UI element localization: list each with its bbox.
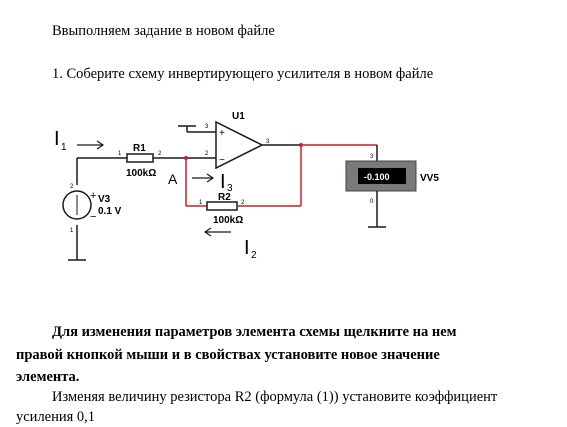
r1-value: 100kΩ bbox=[126, 168, 156, 179]
r1-name: R1 bbox=[133, 143, 146, 154]
i3-sub: 3 bbox=[227, 183, 233, 194]
r2-value: 100kΩ bbox=[213, 215, 243, 226]
voltmeter-minus: - bbox=[350, 179, 353, 188]
opamp-u1: U1 + − 3 2 3 bbox=[205, 111, 270, 170]
r1-pin-left: 1 bbox=[118, 151, 122, 157]
instruction-bold-line-1: Для изменения параметров элемента схемы … bbox=[52, 324, 457, 340]
i1-letter: I bbox=[54, 128, 60, 150]
instruction-bold-line-3: элемента. bbox=[16, 369, 80, 385]
v3-value: 0.1 V bbox=[98, 206, 122, 217]
i2-letter: I bbox=[244, 237, 250, 259]
current-i2: I 2 bbox=[203, 227, 257, 261]
resistor-r2: R2 100kΩ 1 2 bbox=[199, 192, 301, 226]
voltmeter-plus: + bbox=[349, 166, 354, 175]
voltmeter-led-v: V bbox=[406, 176, 410, 182]
voltmeter-pin-top: 3 bbox=[370, 154, 374, 160]
v3-pin-bottom: 1 bbox=[70, 228, 74, 234]
v3-plus: + bbox=[90, 190, 96, 202]
r2-pin-left: 1 bbox=[199, 200, 203, 206]
instruction-bold-line-2: правой кнопкой мыши и в свойствах устано… bbox=[16, 347, 440, 363]
v3-name: V3 bbox=[98, 194, 111, 205]
opamp-pin-out: 3 bbox=[266, 139, 270, 145]
heading: Ввыполняем задание в новом файле bbox=[52, 23, 275, 39]
i1-sub: 1 bbox=[61, 142, 67, 153]
voltmeter-reading: -0.100 bbox=[364, 172, 390, 182]
instruction-line-4: Изменяя величину резистора R2 (формула (… bbox=[52, 389, 498, 405]
current-i1: I 1 bbox=[54, 128, 105, 153]
instruction-line-5: усиления 0,1 bbox=[16, 409, 96, 425]
resistor-r1: R1 100kΩ 1 2 bbox=[77, 143, 186, 179]
r1-pin-right: 2 bbox=[158, 151, 162, 157]
opamp-name: U1 bbox=[232, 111, 245, 122]
node-a-label: A bbox=[168, 171, 178, 187]
voltmeter-pin-bottom: 0 bbox=[370, 199, 374, 205]
opamp-minus: − bbox=[219, 155, 225, 166]
i2-sub: 2 bbox=[251, 250, 257, 261]
current-i3: I 3 bbox=[192, 171, 233, 194]
opamp-pin-in-plus: 3 bbox=[205, 124, 209, 130]
i3-letter: I bbox=[220, 171, 226, 193]
v3-minus: − bbox=[90, 211, 96, 223]
step-text: 1. Соберите схему инвертирующего усилите… bbox=[52, 66, 434, 82]
voltmeter-vv5: -0.100 V + - VV5 3 0 bbox=[345, 154, 439, 205]
voltmeter-name: VV5 bbox=[420, 173, 439, 184]
opamp-pin-in-minus: 2 bbox=[205, 151, 209, 157]
r2-pin-right: 2 bbox=[241, 200, 245, 206]
opamp-plus: + bbox=[219, 128, 225, 139]
r2-name: R2 bbox=[218, 192, 231, 203]
v3-pin-top: 2 bbox=[70, 184, 74, 190]
voltage-source-v3: + − V3 0.1 V 2 1 bbox=[62, 184, 122, 234]
